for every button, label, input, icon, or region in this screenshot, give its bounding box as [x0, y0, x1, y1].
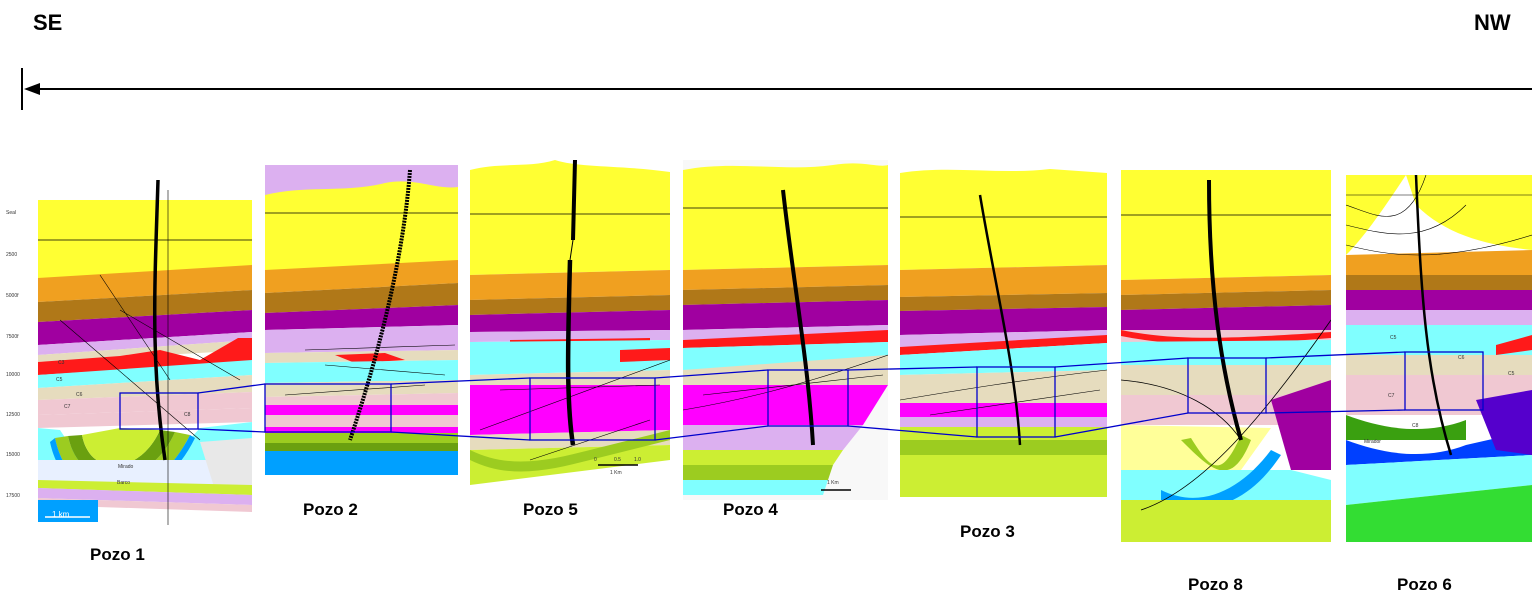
section-pozo-1: Seal 2500 5000f 7500f 10000 12500 15000 …	[0, 160, 258, 525]
scale-tick: 0.5	[614, 457, 621, 463]
zoom-box-pozo-2	[264, 383, 392, 433]
layer-label: C3	[58, 360, 65, 366]
layer-label: C7	[64, 404, 71, 410]
zoom-box-pozo-5	[529, 377, 656, 441]
section-pozo-6: C5 C6 C5 C7 C8 Mirador	[1346, 175, 1532, 542]
depth-tick: 12500	[6, 412, 20, 418]
scale-bar-label: 1 km	[52, 510, 70, 519]
layer-label: C8	[184, 412, 191, 418]
zoom-box-pozo-1	[119, 392, 199, 430]
zoom-box-pozo-8	[1187, 357, 1267, 414]
layer-label: C5	[1390, 335, 1397, 341]
depth-tick: 10000	[6, 372, 20, 378]
layer-label: C8	[1412, 423, 1419, 429]
layer-label: Mirador	[1364, 439, 1381, 445]
section-pozo-3	[900, 165, 1107, 497]
layer-label: C5	[56, 377, 63, 383]
well-label-pozo-6: Pozo 6	[1397, 575, 1452, 594]
layer-label: Mirado	[118, 464, 134, 470]
well-label-pozo-8: Pozo 8	[1188, 575, 1243, 594]
depth-tick: 7500f	[6, 334, 19, 340]
depth-tick: Seal	[6, 210, 17, 216]
layer-label: C5	[1508, 371, 1515, 377]
layer-label: C6	[76, 392, 83, 398]
zoom-box-pozo-3	[976, 366, 1056, 438]
zoom-box-pozo-6	[1404, 351, 1484, 411]
section-pozo-8	[1121, 170, 1331, 542]
section-pozo-5: 0 0.5 1.0 1 Km	[470, 160, 670, 485]
layer-label: C7	[1388, 393, 1395, 399]
layer-label: Barco	[117, 480, 131, 486]
layer-label: C6	[1458, 355, 1465, 361]
depth-tick: 5000f	[6, 293, 19, 299]
well-label-pozo-3: Pozo 3	[960, 522, 1015, 541]
scale-tick: 0	[594, 457, 597, 463]
zoom-box-pozo-4	[767, 369, 849, 427]
scale-unit: 1 Km	[827, 480, 839, 486]
scale-unit: 1 Km	[610, 470, 622, 476]
direction-label-se: SE	[33, 10, 63, 35]
depth-tick: 17500	[6, 493, 20, 499]
direction-label-nw: NW	[1474, 10, 1511, 35]
well-label-pozo-4: Pozo 4	[723, 500, 778, 519]
depth-tick: 15000	[6, 452, 20, 458]
well-label-pozo-1: Pozo 1	[90, 545, 145, 564]
well-label-pozo-5: Pozo 5	[523, 500, 578, 519]
depth-tick: 2500	[6, 252, 18, 258]
scale-tick: 1.0	[634, 457, 641, 463]
well-label-pozo-2: Pozo 2	[303, 500, 358, 519]
section-pozo-2	[265, 165, 458, 475]
